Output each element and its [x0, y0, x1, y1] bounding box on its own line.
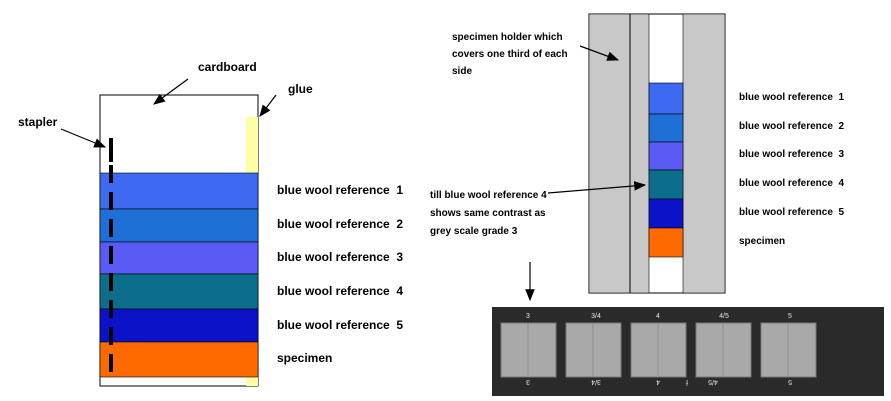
right-label-specimen: specimen	[739, 236, 785, 247]
grey-scale-card-3: 4 4	[630, 313, 687, 385]
left-strip-ref5	[99, 308, 259, 343]
holder-note-line-1: specimen holder which	[452, 32, 563, 43]
grey-scale-card-5: 5 5	[760, 313, 817, 385]
grey-scale-card-4: 4/5 4/5 f	[686, 313, 752, 385]
stapler-arrow	[60, 128, 107, 148]
right-label-ref5: blue wool reference 5	[739, 207, 844, 218]
right-strip-specimen	[648, 227, 684, 258]
holder-note-line-3: side	[452, 66, 472, 77]
grey-top-label: 3	[526, 313, 530, 320]
grey-scale-card-2: 3/4 3/4	[565, 313, 622, 385]
grey-top-label: 3/4	[591, 313, 601, 320]
till-note-line-2: shows same contrast as	[430, 208, 546, 219]
grey-bottom-label: 4	[656, 378, 660, 385]
left-strip-specimen	[99, 341, 259, 378]
holder-arrow	[579, 45, 620, 61]
left-strip-ref4	[99, 273, 259, 310]
label-cardboard: cardboard	[198, 60, 257, 74]
till-note-line-3: grey scale grade 3	[430, 226, 518, 237]
holder-note-line-2: covers one third of each	[452, 49, 568, 60]
label-stapler: stapler	[18, 115, 58, 129]
grey-scale: 3 3 3/4 3/4 4 4 4/5 4/5 f 5 5	[492, 262, 884, 396]
label-glue: glue	[288, 82, 313, 96]
till-arrow	[547, 181, 647, 194]
holder-right	[682, 13, 726, 294]
grey-bottom-label: 3	[526, 378, 530, 385]
right-label-ref1: blue wool reference 1	[739, 92, 844, 103]
left-label-ref3: blue wool reference 3	[277, 250, 403, 264]
grey-top-label: 5	[788, 313, 792, 320]
left-strip-ref1	[99, 172, 259, 210]
right-figure: specimen holder which covers one third o…	[430, 13, 844, 294]
left-label-ref4: blue wool reference 4	[277, 284, 403, 298]
grey-bottom-label: 5	[788, 378, 792, 385]
left-label-ref5: blue wool reference 5	[277, 318, 403, 332]
right-strip-ref3	[648, 141, 684, 171]
right-strip-ref2	[648, 113, 684, 143]
right-strip-ref4	[648, 169, 684, 200]
grey-scale-card-1: 3 3	[500, 313, 557, 385]
right-label-ref3: blue wool reference 3	[739, 149, 844, 160]
left-label-ref2: blue wool reference 2	[277, 217, 403, 231]
grey-bottom-label: 3/4	[591, 378, 601, 385]
grey-bottom-label: 4/5	[708, 378, 718, 385]
left-strip-ref3	[99, 241, 259, 275]
left-label-specimen: specimen	[277, 351, 332, 365]
grey-bottom-extra: f	[686, 378, 688, 385]
holder-left	[588, 13, 650, 294]
glue-arrow	[259, 94, 277, 117]
till-note-line-1: till blue wool reference 4	[430, 190, 547, 201]
grey-top-label: 4/5	[719, 313, 729, 320]
left-figure: cardboard glue stapler blue wool referen…	[18, 60, 403, 387]
cardboard-arrow	[153, 78, 189, 105]
right-label-ref4: blue wool reference 4	[739, 178, 844, 189]
right-strip-ref1	[648, 82, 684, 115]
left-strip-ref2	[99, 208, 259, 243]
right-strip-ref5	[648, 198, 684, 229]
grey-top-label: 4	[656, 313, 660, 320]
right-label-ref2: blue wool reference 2	[739, 121, 844, 132]
grey-scale-panel	[492, 307, 884, 396]
left-label-ref1: blue wool reference 1	[277, 183, 403, 197]
